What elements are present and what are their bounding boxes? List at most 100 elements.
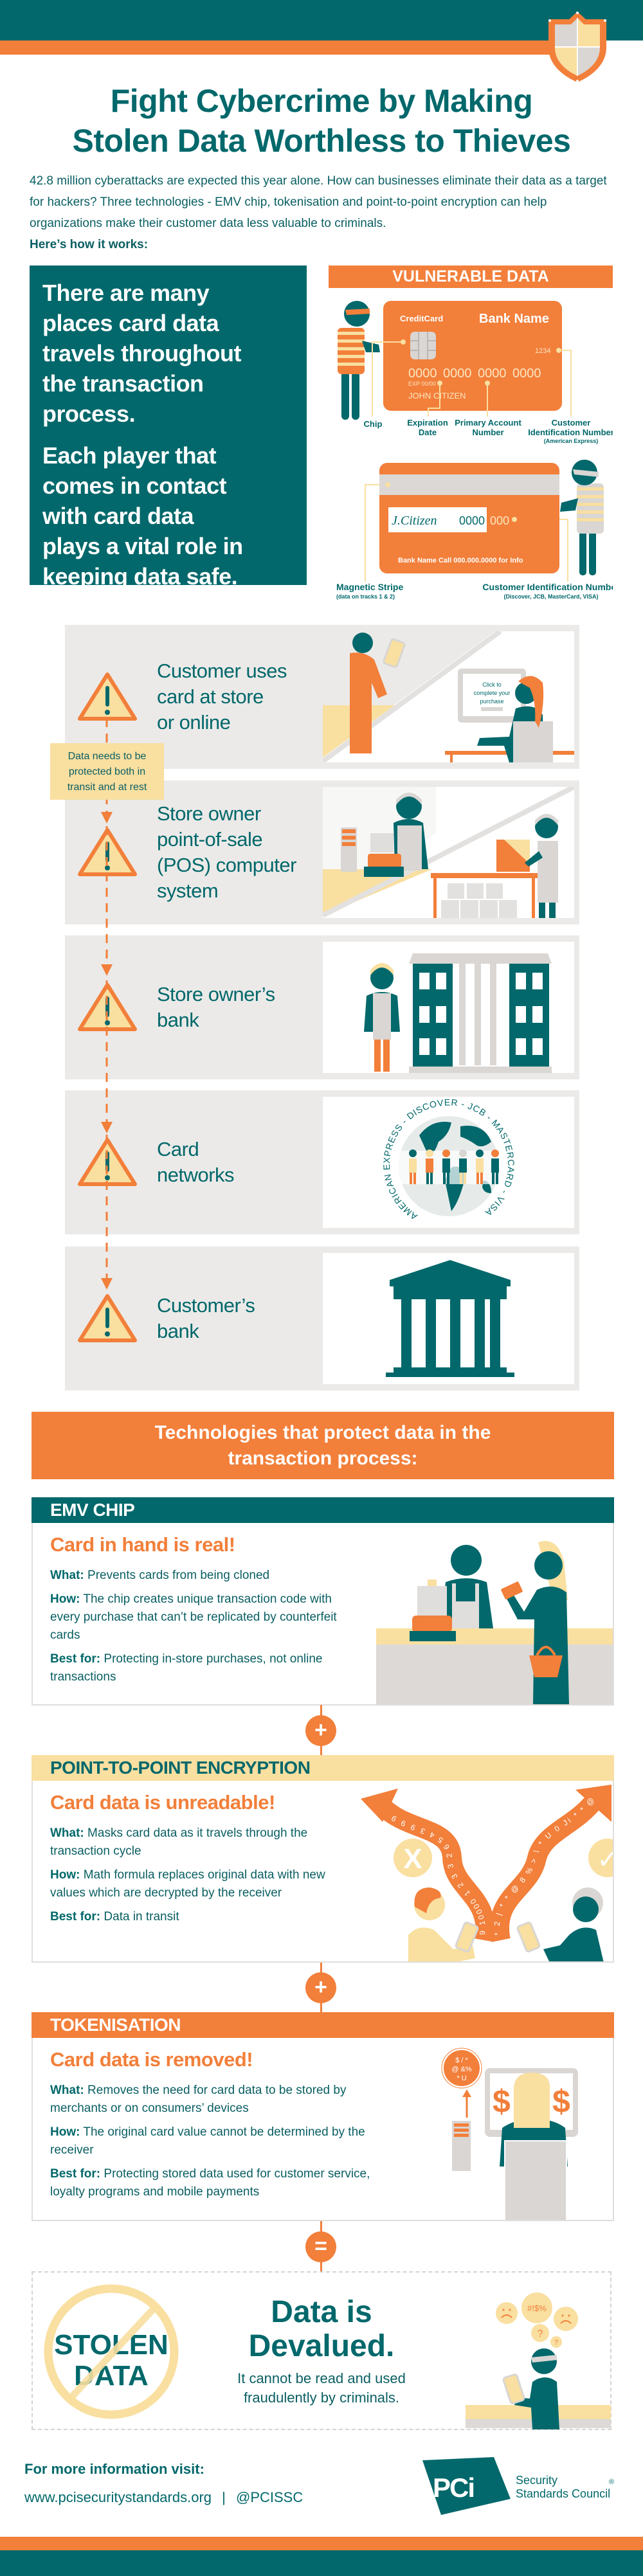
card-number-group: 0000 (443, 366, 472, 381)
back-cid: 000 (490, 514, 509, 527)
what-text: Prevents cards from being cloned (87, 1569, 270, 1582)
equals-icon: = (305, 2231, 336, 2262)
bank-icon (386, 1260, 514, 1377)
how-text: The original card value cannot be determ… (50, 2125, 365, 2157)
callout-line: plays a vital role in (42, 533, 243, 559)
label-chip: Chip (364, 419, 383, 429)
back-footer: Bank Name Call 000.000.0000 for Info (398, 557, 523, 564)
best-text: Data in transit (104, 1910, 179, 1923)
section-headline: Card data is unreadable! (50, 1791, 275, 1814)
card-number-group: 0000 (512, 366, 541, 381)
check-icon: ✓ (597, 1845, 614, 1875)
magnetic-stripe (379, 474, 559, 495)
token-chars: @ &% (451, 2066, 472, 2073)
curse-bubble-text: #!$% (527, 2303, 547, 2313)
screen-text: Click to (482, 681, 502, 688)
section-heading: POINT-TO-POINT ENCRYPTION (32, 1755, 614, 1781)
signature-panel (388, 507, 487, 532)
intro-paragraph: 42.8 million cyberattacks are expected t… (30, 174, 607, 230)
logo-registered: ® (609, 2478, 614, 2486)
how-label: How: (50, 1592, 80, 1606)
merchant-figure-icon (364, 963, 400, 1072)
what-label: What: (50, 1826, 84, 1840)
step-label-line: Customer’s (157, 1294, 255, 1317)
callout-line: with card data (42, 503, 194, 529)
frown-icon (560, 2320, 572, 2324)
callout-line: the transaction (42, 370, 204, 397)
customer-bank-illustration (323, 1253, 574, 1384)
callout-line: Each player that (42, 442, 217, 469)
result-box (32, 2271, 611, 2430)
technologies-banner: Technologies that protect data in the tr… (32, 1412, 614, 1479)
what-label: What: (50, 2084, 84, 2097)
what-text: Masks card data as it travels through th… (50, 1826, 308, 1858)
card-bank-name: Bank Name (479, 312, 549, 326)
callout-box: There are many places card data travels … (30, 266, 307, 590)
intro-cta: Here’s how it works: (30, 238, 149, 251)
question-bubble-text: ? (554, 2339, 558, 2346)
twitter-handle-link[interactable]: @PCISSC (235, 2489, 303, 2505)
dollar-icon: $ (493, 2084, 511, 2120)
website-link[interactable]: www.pcisecuritystandards.org (24, 2489, 212, 2505)
question-bubble-text: ? (538, 2328, 543, 2339)
how-text: Math formula replaces original data with… (50, 1868, 325, 1900)
card-networks-illustration: AMERICAN EXPRESS - DISCOVER - JCB - MAST… (323, 1097, 574, 1228)
best-label: Best for: (50, 2167, 101, 2181)
thief-figure-icon (560, 460, 604, 575)
people-group-icon (409, 1149, 499, 1184)
logo-mark: PCi (433, 2472, 474, 2503)
bottom-teal-band (0, 2550, 643, 2576)
callout-line: process. (42, 401, 136, 427)
section-heading: EMV CHIP (32, 1497, 614, 1523)
page-title-line-1: Fight Cybercrime by Making (110, 83, 533, 119)
step-label-line: bank (157, 1320, 199, 1342)
tokenisation-section: TOKENISATION Card data is removed! What:… (32, 2012, 614, 2221)
card-number-group: 0000 (408, 366, 437, 381)
how-text: The chip creates unique transaction code… (50, 1592, 337, 1642)
result-title-line: Devalued. (248, 2329, 395, 2363)
token-chars: $ / * (455, 2057, 468, 2064)
footer-heading: For more information visit: (24, 2461, 204, 2477)
page-title-line-2: Stolen Data Worthless to Thieves (72, 123, 571, 159)
label-back-cid: Customer Identification Number (482, 582, 613, 592)
bank-building-icon (409, 953, 552, 1073)
step-label-line: or online (157, 711, 231, 734)
section-headline: Card in hand is real! (50, 1533, 235, 1556)
screen-text: purchase (480, 698, 503, 705)
no-stolen-data-icon: STOLEN DATA (44, 2284, 179, 2419)
step-label-line: Customer uses (157, 660, 287, 682)
label-expiry: Date (419, 428, 437, 437)
plus-icon: + (305, 1715, 336, 1746)
merchant-bank-illustration (323, 942, 574, 1073)
intro-text: 42.8 million cyberattacks are expected t… (30, 170, 618, 255)
frustrated-thief-illustration: #!$% ? ? (466, 2292, 611, 2429)
card-number-group: 0000 (478, 366, 507, 381)
encryption-illustration: 9 10000 1 2 3 3 2 6 5 4 3 9 9 9 * 2 | * … (361, 1785, 614, 1961)
note-line: Data needs to be (68, 751, 147, 762)
pos-system-illustration (323, 787, 574, 918)
label-stripe-note: (data on tracks 1 & 2) (336, 593, 395, 600)
vulnerable-data-heading: VULNERABLE DATA (329, 266, 613, 288)
callout-line: travels throughout (42, 340, 242, 366)
screen-text: complete your (474, 690, 511, 696)
emv-chip-section: EMV CHIP Card in hand is real! What: Pre… (32, 1497, 614, 1706)
result-subtitle-line: It cannot be read and used (237, 2370, 406, 2386)
card-cid: 1234 (535, 347, 550, 355)
banner-line: Technologies that protect data in the (154, 1422, 491, 1443)
best-label: Best for: (50, 1652, 101, 1666)
section-heading: TOKENISATION (32, 2012, 614, 2038)
logo-line-1: Security (516, 2474, 557, 2487)
arrow-head-icon (361, 1788, 398, 1822)
thief-figure-icon (338, 301, 380, 420)
bottom-orange-band (0, 2537, 643, 2550)
card-holder: JOHN CITIZEN (408, 391, 466, 401)
p2pe-section: POINT-TO-POINT ENCRYPTION Card data is u… (32, 1755, 614, 1963)
label-magnetic-stripe: Magnetic Stripe (336, 582, 403, 592)
tokenisation-illustration: $ / * @ &% * U $ $ (441, 2048, 578, 2220)
